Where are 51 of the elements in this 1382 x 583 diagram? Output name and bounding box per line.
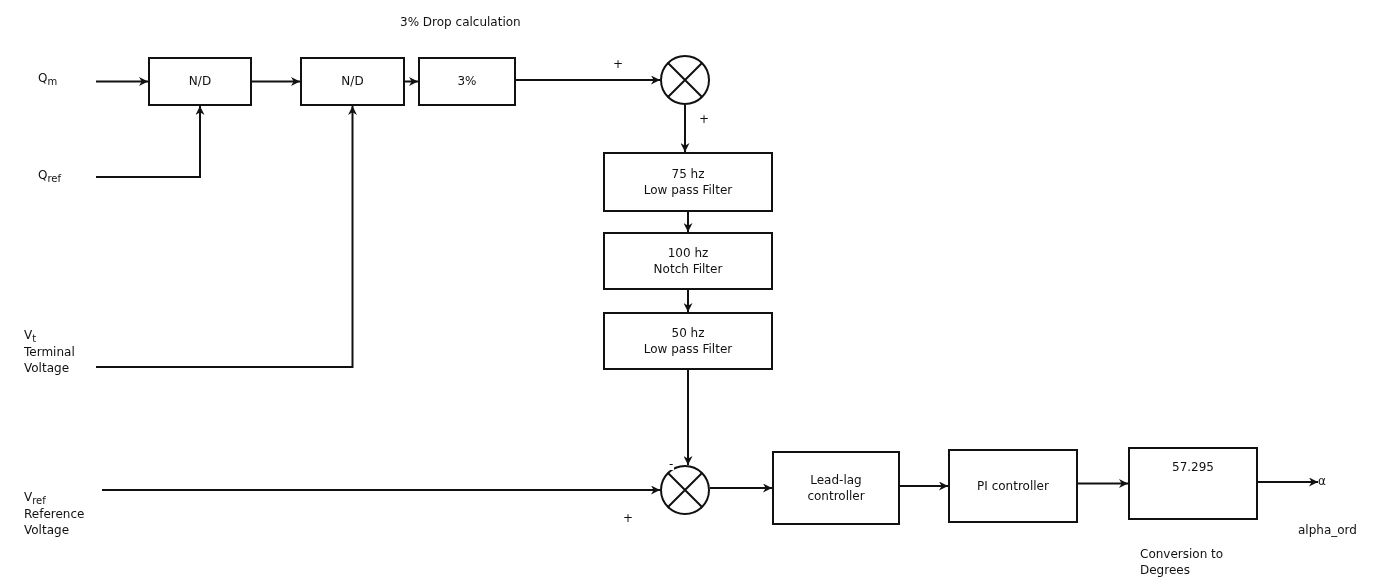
summing-junction xyxy=(660,55,710,105)
summing-junction xyxy=(660,465,710,515)
block-label: 75 hz xyxy=(671,165,705,182)
process-block xyxy=(300,57,405,106)
edge-label: + xyxy=(612,58,625,70)
edge-label: + xyxy=(698,113,711,125)
arrow xyxy=(404,77,419,86)
block-label: 57.295 xyxy=(1172,459,1214,476)
process-block xyxy=(603,152,773,212)
arrow xyxy=(680,104,690,153)
process-block xyxy=(603,232,773,290)
edge-label: + xyxy=(622,512,635,524)
arrow xyxy=(515,75,661,85)
block-label: Low pass Filter xyxy=(643,341,733,358)
block-label: Lead-lag controller xyxy=(806,471,866,505)
signal-label: α xyxy=(1318,474,1327,490)
block-caption: 3% Drop calculation xyxy=(400,14,522,31)
signal-label: Reference Voltage xyxy=(24,507,86,539)
signal-label: V$_{ref}$ xyxy=(24,489,47,508)
block-label: Notch Filter xyxy=(653,261,723,278)
arrow xyxy=(1077,479,1129,488)
process-block xyxy=(948,449,1078,523)
arrow xyxy=(683,289,693,313)
arrow xyxy=(95,105,205,178)
signal-label: Terminal Voltage xyxy=(24,345,76,377)
signal-label: V$_{t}$ xyxy=(24,327,38,346)
block-label: 50 hz xyxy=(671,324,705,341)
arrow xyxy=(95,105,357,368)
block-label: 3% xyxy=(457,73,477,90)
block-label: N/D xyxy=(188,73,212,90)
arrow xyxy=(683,211,693,233)
block-label: PI controller xyxy=(977,477,1049,495)
arrow xyxy=(1257,477,1319,487)
arrow xyxy=(251,77,301,86)
arrow xyxy=(95,77,149,86)
process-block xyxy=(1128,447,1258,520)
block-label: Low pass Filter xyxy=(643,182,733,199)
process-block xyxy=(772,451,900,525)
arrow xyxy=(899,481,949,491)
arrow xyxy=(101,485,661,495)
arrow xyxy=(709,483,773,493)
arrow xyxy=(683,369,693,466)
block-caption: Conversion to Degrees xyxy=(1140,546,1225,579)
process-block xyxy=(603,312,773,370)
block-label: 100 hz xyxy=(667,244,709,261)
signal-label: Q$_{ref}$ xyxy=(38,168,63,186)
signal-label: Q$_{m}$ xyxy=(38,71,59,89)
block-label: N/D xyxy=(341,73,364,90)
block-caption: alpha_ord xyxy=(1298,522,1358,539)
process-block xyxy=(418,57,516,106)
process-block xyxy=(148,57,252,106)
